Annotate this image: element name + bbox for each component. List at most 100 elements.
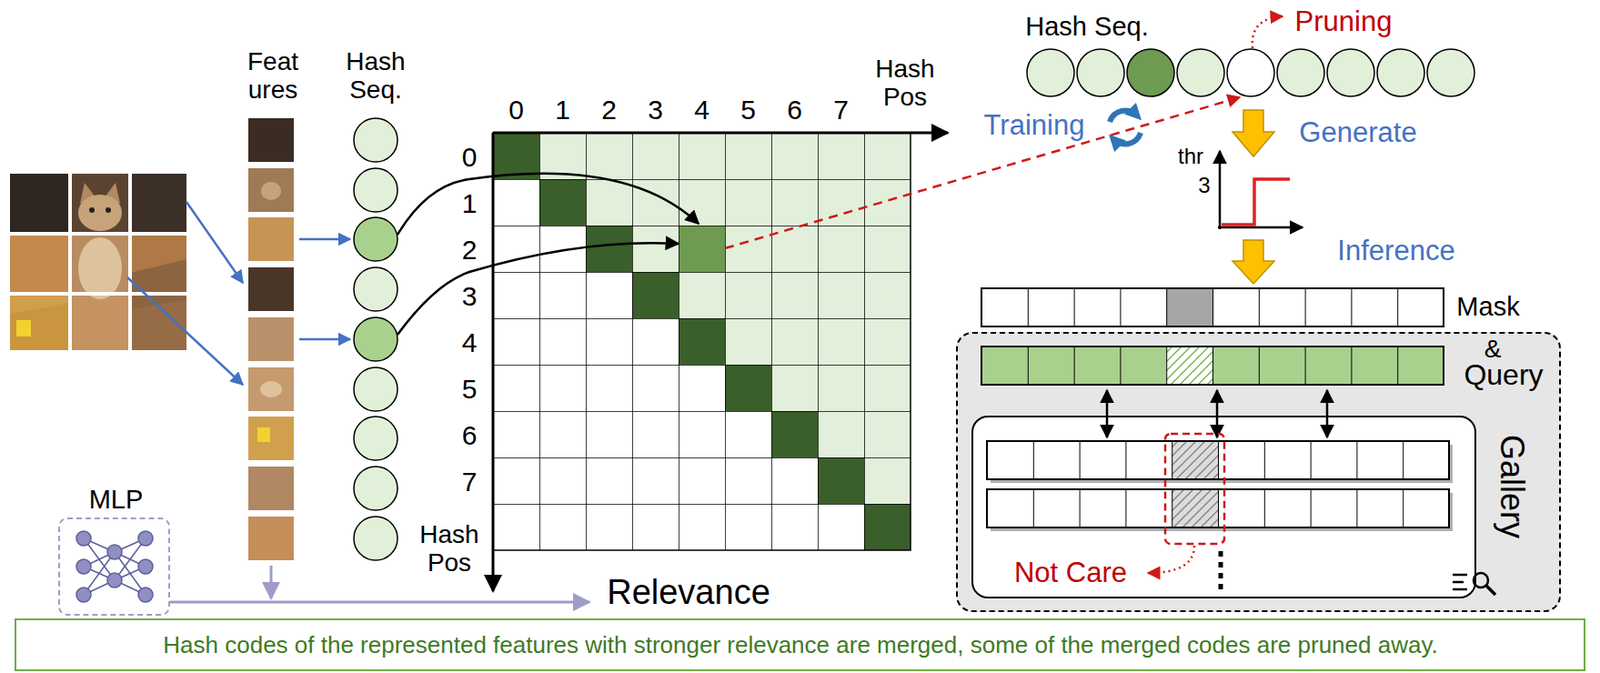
axis-label: Hash Pos [875, 55, 935, 112]
panel-ground [955, 332, 1561, 613]
more-dots [1218, 551, 1224, 594]
hash-circles [353, 466, 398, 511]
mlp-box: MLP [58, 517, 171, 616]
row-name: Mask [1456, 292, 1520, 323]
feature-patches [248, 118, 294, 561]
cat-image [89, 207, 95, 213]
mlp-network [76, 531, 91, 546]
relevance-arrows [170, 601, 590, 604]
query-row [981, 346, 1444, 385]
feature-patches [248, 267, 294, 312]
gallery-ground [971, 415, 1477, 599]
caption-frame [15, 619, 1585, 671]
compare-arrows [1216, 390, 1219, 438]
mlp-network [76, 531, 153, 603]
prune-line [724, 16, 1283, 249]
index-number: 0 [508, 94, 524, 125]
matrix-axes [493, 131, 948, 135]
refresh-icon [1109, 110, 1138, 122]
feature-patches [248, 168, 294, 212]
gallery-rows [986, 489, 1450, 528]
more-dots [1220, 551, 1222, 594]
compare-arrows [1106, 390, 1109, 438]
patch-arrows [127, 201, 351, 385]
axis-title: Relevance [606, 573, 771, 613]
search-icon [1452, 573, 1496, 595]
index-number: 1 [554, 94, 571, 125]
mask-row [981, 288, 1444, 327]
feature-patches [257, 427, 271, 443]
cat-image [10, 173, 187, 351]
index-number: 3 [462, 280, 478, 311]
index-number: 2 [601, 94, 617, 125]
cat-image [10, 233, 71, 294]
pruned-hash-sequence [1076, 49, 1125, 97]
mlp-network [138, 531, 153, 546]
threshold-plot [1221, 179, 1290, 225]
column-heading: Hash Seq. [345, 48, 405, 105]
threshold-plot [1217, 226, 1303, 230]
feature-patches [248, 217, 294, 262]
hash-circles [353, 267, 398, 312]
relevance-matrix [493, 132, 911, 551]
hash-circles [353, 317, 398, 362]
query-row [981, 346, 1444, 385]
threshold-plot [1218, 150, 1222, 230]
mlp-network [138, 587, 153, 603]
gallery-rows [986, 489, 1450, 528]
cat-image [68, 173, 72, 351]
feature-patches [261, 181, 282, 201]
axis-label: Hash Pos [419, 521, 479, 578]
module-name: MLP [89, 485, 144, 515]
mlp-network [107, 544, 122, 560]
hash-circles [353, 118, 398, 162]
caption-frame [15, 619, 1585, 671]
note-label: Not Care [1011, 557, 1130, 589]
panel-ground [955, 332, 1561, 613]
cat-image [10, 302, 71, 351]
gallery-rows [986, 441, 1450, 480]
step-label: Pruning [1292, 6, 1396, 38]
feature-patches [248, 416, 294, 461]
cat-image [78, 194, 122, 232]
relevance-matrix [493, 132, 911, 551]
search-icon [1452, 574, 1468, 590]
pruned-hash-sequence [1327, 49, 1375, 97]
feature-patches [248, 118, 294, 162]
column-heading: Feat ures [247, 48, 299, 105]
feature-patches [248, 367, 294, 412]
relevance-matrix [493, 132, 911, 551]
patch-arrows [299, 238, 351, 242]
sequence-title: Hash Seq. [1025, 12, 1148, 42]
index-number: 4 [462, 326, 478, 357]
relevance-arrows [170, 565, 590, 603]
cat-image [105, 207, 111, 213]
mlp-network [76, 531, 153, 603]
tick-value: 3 [1197, 173, 1210, 198]
flow-arrows [1232, 240, 1275, 284]
gallery-rows [986, 441, 1453, 532]
merge-arrows [397, 242, 679, 335]
index-number: 2 [462, 233, 478, 264]
feature-patches [248, 317, 294, 362]
axis-label: thr [1177, 144, 1204, 169]
gallery-rows [986, 489, 1450, 528]
mask-row [981, 288, 1444, 327]
mask-row [981, 288, 1444, 327]
refresh-icon [1113, 132, 1141, 144]
mlp-network [83, 538, 146, 595]
hash-circles [353, 168, 398, 212]
search-icon [1486, 585, 1496, 595]
index-number: 3 [647, 94, 664, 125]
gallery-ground [971, 415, 1477, 599]
pruned-hash-sequence [1277, 49, 1325, 97]
cat-image [10, 291, 187, 296]
not-care-marker [1147, 433, 1225, 574]
index-number: 5 [462, 372, 478, 403]
prune-line [1252, 16, 1283, 49]
patch-arrows [127, 277, 243, 385]
gallery-title: Gallery [1493, 434, 1530, 539]
step-label: Inference [1334, 235, 1458, 267]
pruned-hash-sequence [1427, 49, 1475, 97]
cat-image [16, 320, 31, 337]
